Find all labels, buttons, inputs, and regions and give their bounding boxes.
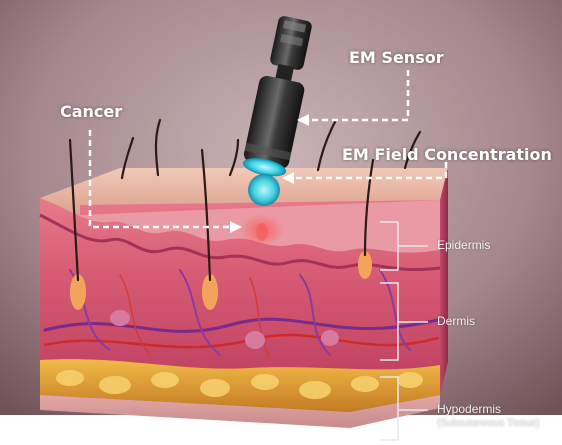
skin-side-face bbox=[440, 168, 448, 395]
hypodermis-label: Hypodermis bbox=[437, 402, 501, 416]
hypodermis-sublabel: (Subcutaneous Tissue) bbox=[437, 418, 539, 429]
cancer-label: Cancer bbox=[60, 102, 122, 121]
em-sensor-label: EM Sensor bbox=[349, 48, 444, 67]
epidermis-label: Epidermis bbox=[437, 238, 490, 252]
dermis-label: Dermis bbox=[437, 314, 475, 328]
em-field-glow bbox=[248, 174, 280, 206]
cancer-spot-icon bbox=[240, 214, 284, 246]
em-field-label: EM Field Concentration bbox=[342, 145, 552, 164]
